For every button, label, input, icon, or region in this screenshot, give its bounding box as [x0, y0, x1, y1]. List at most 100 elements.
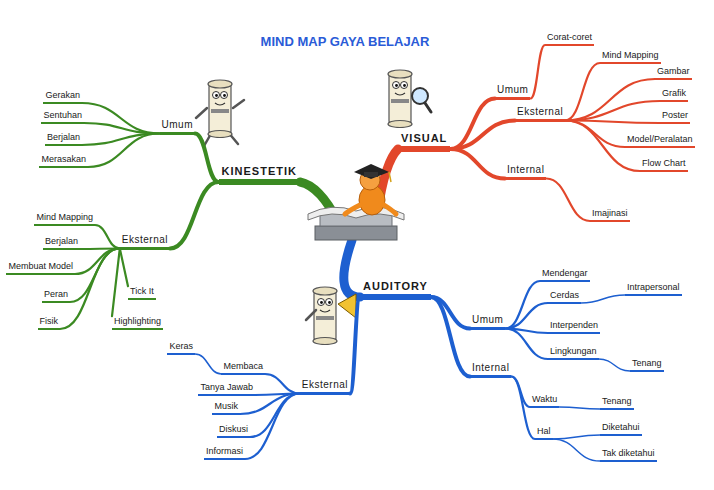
leaf-label: Merasakan	[39, 154, 88, 168]
kinestetik-mascot	[196, 80, 244, 146]
leaf-label: Gerakan	[43, 90, 82, 104]
reading-figure	[354, 164, 389, 179]
node-text: Intrapersonal	[627, 282, 680, 293]
branch-line	[250, 394, 300, 438]
leaf-label: Tenang	[600, 396, 634, 410]
node-text: Poster	[662, 110, 688, 121]
leaf-label: Musik	[212, 401, 240, 415]
node-text: Internal	[507, 164, 544, 176]
node-text: Model/Peralatan	[627, 134, 693, 145]
kinestetik-mascot	[208, 80, 232, 138]
topic-label: Internal	[505, 164, 546, 180]
node-text: Musik	[214, 401, 238, 412]
reading-figure	[364, 172, 378, 177]
node-text: VISUAL	[401, 132, 447, 145]
visual-mascot	[425, 103, 431, 112]
node-text: Gambar	[657, 66, 690, 77]
topic-label: Eksternal	[300, 379, 350, 395]
auditory-mascot	[313, 287, 337, 345]
branch-line	[95, 225, 120, 249]
node-text: Mendengar	[542, 268, 588, 279]
node-text: Umum	[497, 84, 528, 96]
branch-label: AUDITORY	[360, 280, 431, 300]
leaf-label: Interpenden	[548, 320, 600, 334]
branch-line	[565, 121, 640, 172]
node-text: Membuat Model	[8, 261, 73, 272]
node-text: Lingkungan	[550, 346, 597, 357]
leaf-label: Keras	[167, 341, 195, 355]
leaf-label: Corat-coret	[545, 32, 594, 46]
branch-line	[88, 134, 160, 168]
node-text: Grafik	[662, 88, 686, 99]
branch-line	[245, 394, 300, 460]
leaf-label: Mind Mapping	[600, 50, 661, 64]
branch-line	[195, 134, 219, 183]
node-text: Mind Mapping	[36, 212, 93, 223]
branch-line	[195, 354, 221, 374]
leaf-label: Flow Chart	[640, 158, 688, 172]
branch-line	[265, 374, 300, 394]
leaf-label: Berjalan	[45, 132, 82, 146]
leaf-label: Peran	[42, 289, 70, 303]
node-text: Tak diketahui	[602, 448, 655, 459]
node-text: Internal	[472, 362, 509, 374]
branch-line	[565, 101, 660, 121]
leaf-label: Mind Mapping	[34, 212, 95, 226]
branch-line	[581, 295, 625, 303]
leaf-label: Intrapersonal	[625, 282, 682, 296]
visual-mascot	[412, 88, 428, 104]
node-text: Highlighting	[114, 316, 161, 327]
node-text: Tanya Jawab	[200, 382, 253, 393]
node-text: Interpenden	[550, 320, 598, 331]
branch-line	[530, 45, 545, 99]
topic-label: Umum	[470, 314, 505, 330]
auditory-mascot	[306, 287, 356, 345]
node-text: Umum	[472, 314, 503, 326]
node-text: Peran	[44, 289, 68, 300]
leaf-label: Poster	[660, 110, 690, 124]
leaf-label: Tenang	[630, 358, 664, 372]
branch-line	[120, 249, 128, 287]
branch-label: KINESTETIK	[219, 165, 300, 185]
reading-figure	[384, 205, 396, 214]
node-text: AUDITORY	[363, 280, 428, 293]
visual-mascot	[388, 70, 412, 128]
leaf-label: Membuat Model	[6, 261, 75, 275]
branch-line	[450, 149, 505, 179]
book-stack	[315, 226, 397, 240]
leaf-label: Membaca	[221, 361, 265, 375]
topic-label: Eksternal	[120, 234, 170, 250]
node-text: Fisik	[40, 316, 59, 327]
branch-line	[559, 407, 600, 409]
node-text: Informasi	[206, 446, 243, 457]
leaf-label: Hal	[535, 426, 553, 440]
leaf-label: Imajinasi	[590, 208, 630, 222]
node-text: Tenang	[632, 358, 662, 369]
leaf-label: Informasi	[204, 446, 245, 460]
reading-figure	[345, 205, 360, 214]
auditory-mascot	[338, 294, 356, 318]
branch-line	[553, 435, 600, 439]
leaf-label: Tanya Jawab	[198, 382, 255, 396]
leaf-label: Waktu	[530, 394, 559, 408]
node-text: Mind Mapping	[602, 50, 659, 61]
branch-line	[112, 249, 120, 317]
leaf-label: Model/Peralatan	[625, 134, 695, 148]
main-branch-auditory	[344, 240, 360, 297]
node-text: KINESTETIK	[222, 165, 297, 178]
main-branch-auditory	[344, 240, 360, 297]
node-text: Cerdas	[550, 290, 579, 301]
node-text: Waktu	[532, 394, 557, 405]
leaf-label: Diskusi	[217, 424, 250, 438]
branch-line	[350, 297, 360, 394]
branch-line	[82, 103, 160, 134]
leaf-label: Gambar	[655, 66, 692, 80]
node-text: Eksternal	[122, 234, 168, 246]
branch-line	[505, 303, 548, 329]
reading-figure	[389, 172, 391, 182]
node-text: Berjalan	[47, 132, 80, 143]
leaf-label: Tak diketahui	[600, 448, 657, 462]
